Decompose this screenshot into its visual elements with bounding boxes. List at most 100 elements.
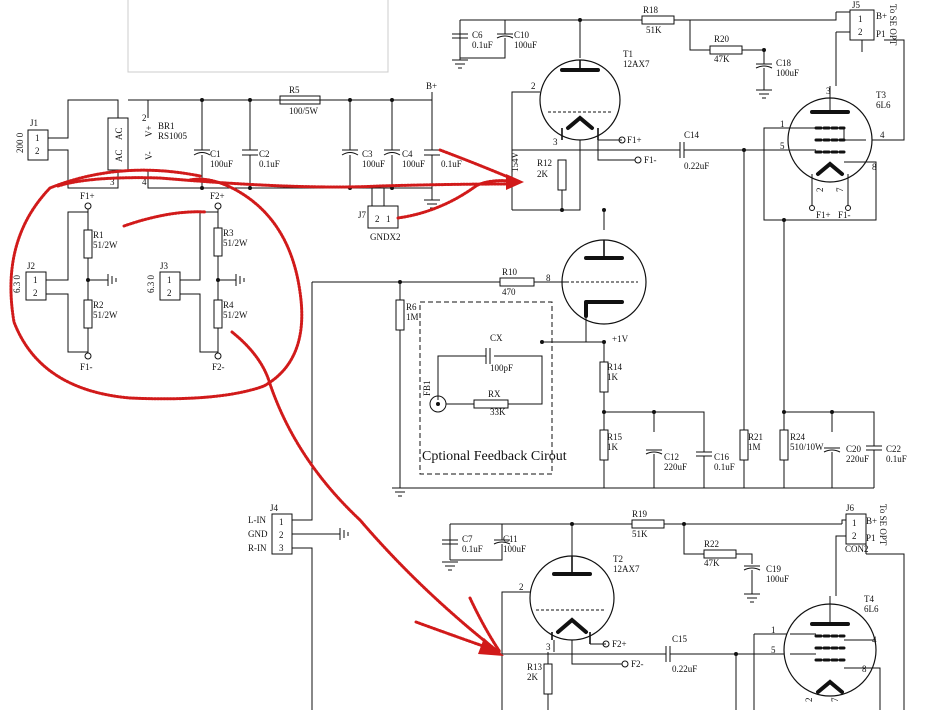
connector-j5: J5 1 2 B+ P1 To SE OPT [849,0,898,46]
svg-text:200 0: 200 0 [15,132,25,153]
svg-text:C20: C20 [846,444,862,454]
svg-text:V-: V- [144,151,154,160]
svg-text:F1-: F1- [644,155,657,165]
connector-j2: J2 1 2 6.3 0 [12,261,47,301]
resistor-r4: R4 51/2W [213,299,248,329]
svg-text:3: 3 [279,543,284,553]
tube-t2: T2 12AX7 [529,554,640,644]
svg-text:0.22uF: 0.22uF [684,161,709,171]
svg-text:T2: T2 [613,554,623,564]
svg-text:1: 1 [279,517,284,527]
resistor-r21: R21 1M [739,429,763,461]
svg-text:RX: RX [488,389,501,399]
svg-text:AC: AC [114,127,124,140]
svg-text:R5: R5 [289,85,300,95]
svg-text:2: 2 [531,81,536,91]
svg-text:1: 1 [771,625,776,635]
connector-j4: J4 1 2 3 L-IN GND R-IN [248,503,293,555]
svg-text:B+: B+ [866,516,877,526]
svg-text:0.1uF: 0.1uF [259,159,280,169]
capacitor-c19: C19 100uF [743,564,789,594]
svg-text:0.22uF: 0.22uF [672,664,697,674]
svg-text:F2+: F2+ [612,639,627,649]
capacitor-c3: C3 100uF [341,100,385,188]
svg-text:J4: J4 [270,503,279,513]
resistor-r24: R24 510/10W [779,429,824,461]
svg-text:P1: P1 [866,533,876,543]
capacitor-c15: C15 0.22uF [502,634,736,674]
svg-text:6L6: 6L6 [864,604,879,614]
svg-text:4: 4 [142,177,147,187]
capacitor-c12: C12 220uF [645,449,687,488]
svg-text:51/2W: 51/2W [93,240,118,250]
svg-text:100uF: 100uF [210,159,233,169]
svg-text:FB1: FB1 [422,380,432,396]
connector-j1: J1 1 2 200 0 [15,118,49,161]
svg-text:1: 1 [858,14,863,24]
svg-text:C10: C10 [514,30,530,40]
svg-text:3: 3 [546,642,551,652]
svg-text:C22: C22 [886,444,901,454]
svg-text:8: 8 [872,162,877,172]
svg-text:3: 3 [553,137,558,147]
svg-text:2: 2 [33,288,38,298]
svg-text:5: 5 [771,645,776,655]
svg-text:1M: 1M [406,312,419,322]
capacitor-c7: C7 0.1uF [442,534,483,560]
svg-text:R21: R21 [748,432,763,442]
svg-text:47K: 47K [714,54,730,64]
svg-text:R2: R2 [93,300,104,310]
resistor-r20: R20 47K [709,34,743,64]
svg-text:51/2W: 51/2W [223,238,248,248]
svg-text:2: 2 [815,188,825,193]
svg-text:C14: C14 [684,130,700,140]
svg-text:C16: C16 [714,452,730,462]
svg-text:2: 2 [375,214,380,224]
svg-text:R-IN: R-IN [248,543,267,553]
capacitor-c18: C18 100uF [755,58,799,90]
svg-text:4: 4 [880,130,885,140]
capacitor-c10: C10 100uF [460,20,537,59]
svg-text:J6: J6 [846,503,855,513]
tube-t3: T3 6L6 [787,90,891,186]
svg-text:C6: C6 [472,30,483,40]
svg-text:C7: C7 [462,534,473,544]
svg-text:1: 1 [167,275,172,285]
svg-text:1: 1 [780,119,785,129]
svg-text:J3: J3 [160,261,169,271]
svg-text:F1+: F1+ [80,191,95,201]
connector-j6: J6 1 2 B+ P1 CON2 To SE OPT [845,503,888,554]
svg-text:51K: 51K [646,25,662,35]
resistor-r10: R10 470 [499,267,535,297]
svg-text:J2: J2 [27,261,35,271]
svg-text:R6: R6 [406,302,417,312]
svg-text:6.3 0: 6.3 0 [146,275,156,294]
svg-text:L-IN: L-IN [248,515,266,525]
optional-feedback-box: Cptional Feedback Cirout [419,301,567,475]
svg-text:1: 1 [35,133,40,143]
svg-text:100uF: 100uF [766,574,789,584]
resistor-r6: R6 1M [395,282,419,488]
tube-middle [561,239,647,325]
svg-text:R3: R3 [223,228,234,238]
svg-text:7: 7 [830,697,840,702]
svg-text:R4: R4 [223,300,234,310]
svg-text:R15: R15 [607,432,623,442]
svg-text:510/10W: 510/10W [790,442,824,452]
svg-text:12AX7: 12AX7 [623,59,650,69]
svg-text:F2+: F2+ [210,191,225,201]
svg-text:0.1uF: 0.1uF [441,159,462,169]
resistor-r12: R12 2K [537,158,567,191]
svg-text:100uF: 100uF [362,159,385,169]
svg-text:1: 1 [33,275,38,285]
svg-text:R10: R10 [502,267,518,277]
svg-text:C2: C2 [259,149,270,159]
resistor-r1: R1 51/2W [83,229,118,259]
svg-text:2: 2 [852,531,857,541]
svg-text:C19: C19 [766,564,782,574]
svg-text:F2-: F2- [631,659,644,669]
resistor-r13: R13 2K [527,652,553,710]
svg-text:8: 8 [546,273,551,283]
svg-text:100pF: 100pF [490,363,513,373]
svg-text:51/2W: 51/2W [93,310,118,320]
